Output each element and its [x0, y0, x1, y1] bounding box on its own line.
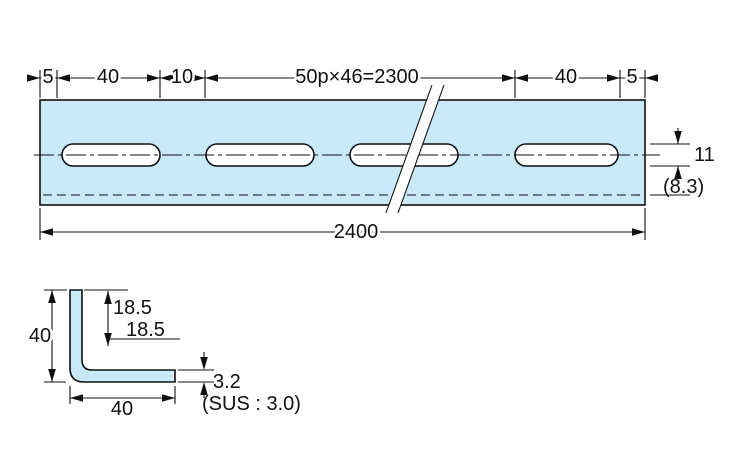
- dim-offset-1: 18.5: [113, 297, 152, 319]
- dim-overall-length: 2400: [334, 221, 379, 243]
- dim-5-right: 5: [626, 66, 637, 88]
- extension-lines: [650, 143, 690, 196]
- section-view: 40 18.5 18.5 40 3.2 (SUS : 3.0): [26, 289, 301, 423]
- break-lines: [385, 84, 445, 214]
- dim-5-left: 5: [42, 66, 53, 88]
- arrowheads: [674, 131, 682, 179]
- dim-40-left: 40: [97, 66, 119, 88]
- dim-thickness: 3.2: [213, 371, 241, 393]
- extension-lines: [44, 289, 67, 383]
- overall-length-dimension: 2400: [39, 208, 646, 246]
- offset-dimensions: 18.5 18.5: [84, 289, 180, 346]
- dim-bend-ref: (8.3): [663, 176, 704, 198]
- extension-lines: [178, 352, 214, 398]
- right-dimension: 11 (8.3): [650, 128, 715, 198]
- extension-lines: [84, 289, 180, 340]
- dim-pitch: 50p×46=2300: [295, 66, 418, 88]
- dim-10: 10: [171, 66, 193, 88]
- arrowheads: [200, 357, 208, 395]
- dim-offset-2: 18.5: [126, 319, 165, 341]
- extension-lines: [69, 386, 176, 404]
- arrowheads: [27, 74, 658, 82]
- leg-height-dimension: 40: [26, 289, 67, 383]
- dim-leg-width: 40: [111, 398, 133, 420]
- top-dimension-chain: 5 40 10 50p×46=2300 40 5: [27, 64, 658, 98]
- dim-40-right: 40: [555, 66, 577, 88]
- angle-section-body: [69, 289, 176, 383]
- extension-lines: [39, 208, 646, 240]
- dim-slot-height: 11: [694, 144, 715, 166]
- top-view: 5 40 10 50p×46=2300 40 5 11 (8.3) 2400: [27, 64, 715, 246]
- break-gap: [386, 85, 444, 213]
- arrowheads: [104, 291, 112, 346]
- dim-leg-height: 40: [29, 325, 51, 347]
- material-note: (SUS : 3.0): [202, 393, 301, 415]
- extension-lines: [39, 70, 646, 98]
- arrowheads: [70, 394, 175, 402]
- leg-width-dimension: 40: [69, 386, 176, 423]
- thickness-dimension: 3.2 (SUS : 3.0): [178, 352, 301, 415]
